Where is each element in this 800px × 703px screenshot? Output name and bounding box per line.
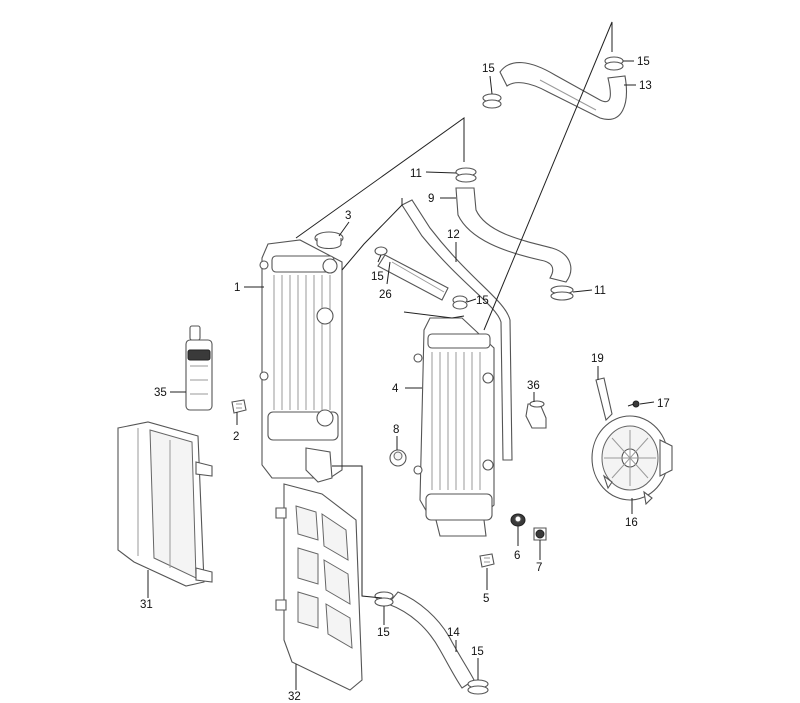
callout-15-lower-bottom: 15	[471, 646, 484, 658]
hose-clamp-15-pipe-top	[374, 246, 388, 256]
hose-14	[387, 591, 475, 689]
callout-14: 14	[447, 627, 460, 639]
cooling-fan-16	[591, 377, 673, 506]
sensor-36	[525, 400, 547, 429]
hose-clamp-15-upper-right	[604, 56, 624, 71]
screw-17	[627, 400, 640, 408]
radiator-left-1	[259, 239, 343, 483]
callout-4: 4	[392, 383, 399, 395]
callout-3: 3	[345, 210, 351, 222]
radiator-right-4	[413, 317, 495, 537]
overflow-tube-12	[401, 199, 513, 461]
radiator-guard-32	[275, 483, 363, 691]
callout-13: 13	[639, 80, 652, 92]
callout-5: 5	[483, 593, 489, 605]
callout-17: 17	[657, 398, 670, 410]
callout-15-lower-top: 15	[377, 627, 390, 639]
callout-35: 35	[154, 387, 167, 399]
leader-lines	[147, 60, 655, 690]
bolt-7	[533, 527, 547, 541]
callout-8: 8	[393, 424, 399, 436]
hose-clamp-15-pipe-bottom	[452, 295, 468, 310]
callout-12: 12	[447, 229, 460, 241]
radiator-shroud-31	[117, 421, 213, 587]
callout-32: 32	[288, 691, 301, 703]
hose-clamp-15-lower-bottom	[467, 679, 489, 695]
callout-labels: 1 2 3 4 5 6 7 8 9 11 11 12 13 14 15 15 1…	[140, 56, 670, 703]
radiator-cap-3	[314, 231, 344, 250]
callout-31: 31	[140, 599, 153, 611]
callout-1: 1	[234, 282, 240, 294]
callout-15-upper-left: 15	[482, 63, 495, 75]
hose-clamp-15-lower-top	[374, 591, 394, 607]
callout-9: 9	[428, 193, 434, 205]
hose-clamp-15-upper-left	[482, 93, 502, 109]
rubber-mount-6	[510, 513, 526, 527]
thermo-switch-35	[185, 325, 213, 411]
bracket-2	[231, 399, 247, 414]
callout-15-pipe-top: 15	[371, 271, 384, 283]
callout-15-pipe-bottom: 15	[476, 295, 489, 307]
callout-6: 6	[514, 550, 520, 562]
callout-15-upper-right: 15	[637, 56, 650, 68]
callout-19: 19	[591, 353, 604, 365]
callout-26: 26	[379, 289, 392, 301]
hose-clamp-11-upper	[455, 167, 477, 183]
callout-11-upper: 11	[410, 168, 422, 180]
hose-clamp-11-lower	[550, 285, 574, 301]
assembly-guide-lines	[295, 21, 613, 599]
callout-36: 36	[527, 380, 540, 392]
callout-2: 2	[233, 431, 239, 443]
hose-13	[499, 62, 627, 120]
bracket-5	[479, 553, 495, 568]
connecting-pipe-26	[377, 254, 449, 301]
callout-16: 16	[625, 517, 638, 529]
callout-11-lower: 11	[594, 285, 606, 297]
hose-9	[455, 187, 572, 283]
grommet-8	[389, 449, 407, 467]
callout-7: 7	[536, 562, 542, 574]
